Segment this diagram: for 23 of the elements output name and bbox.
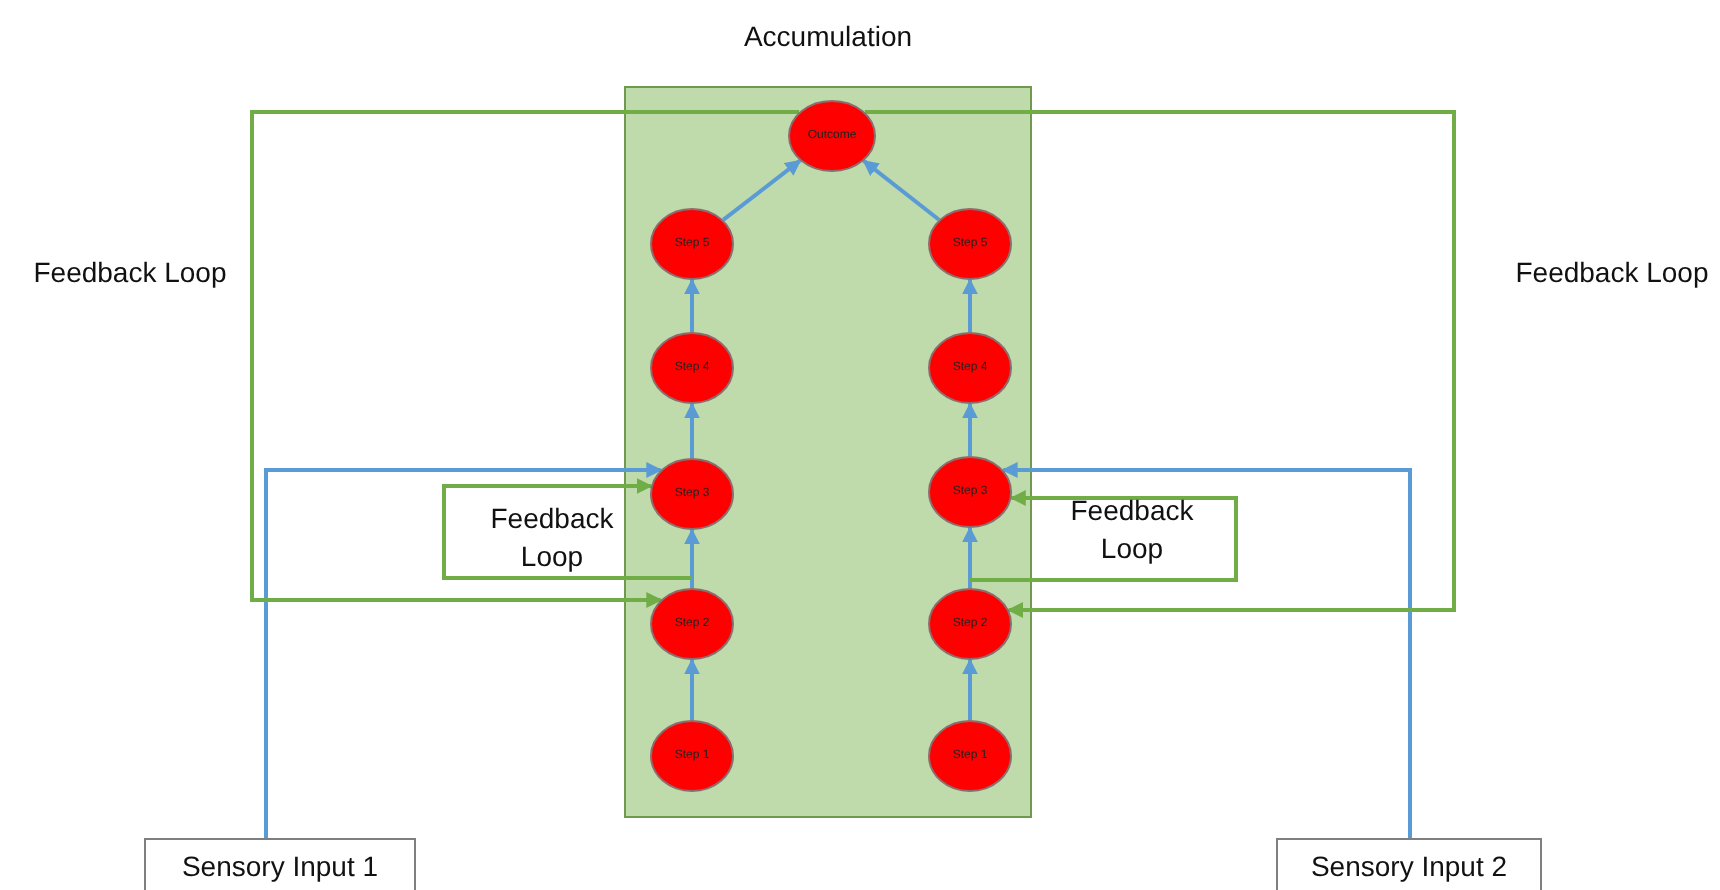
arrow bbox=[862, 159, 941, 222]
arrow bbox=[684, 658, 700, 720]
edge-label: Feedback Loop bbox=[31, 254, 229, 292]
edge-label: Feedback Loop bbox=[488, 500, 616, 576]
arrow bbox=[684, 528, 700, 588]
arrow bbox=[962, 402, 978, 456]
feedback-arrow bbox=[442, 478, 692, 580]
arrow bbox=[962, 278, 978, 332]
arrow bbox=[962, 658, 978, 720]
input-box: Sensory Input 1 bbox=[144, 838, 416, 890]
edge-label: Feedback Loop bbox=[1068, 492, 1196, 568]
feedback-arrow bbox=[250, 110, 800, 608]
arrow bbox=[684, 402, 700, 458]
edge-label: Feedback Loop bbox=[1513, 254, 1711, 292]
arrow bbox=[264, 462, 663, 838]
arrow bbox=[962, 526, 978, 588]
feedback-arrow bbox=[864, 110, 1456, 618]
panel-title: Accumulation bbox=[741, 20, 915, 52]
arrow bbox=[1001, 462, 1412, 838]
feedback-arrow bbox=[970, 490, 1238, 582]
arrow bbox=[684, 278, 700, 332]
arrow bbox=[722, 159, 802, 222]
input-box: Sensory Input 2 bbox=[1276, 838, 1542, 890]
